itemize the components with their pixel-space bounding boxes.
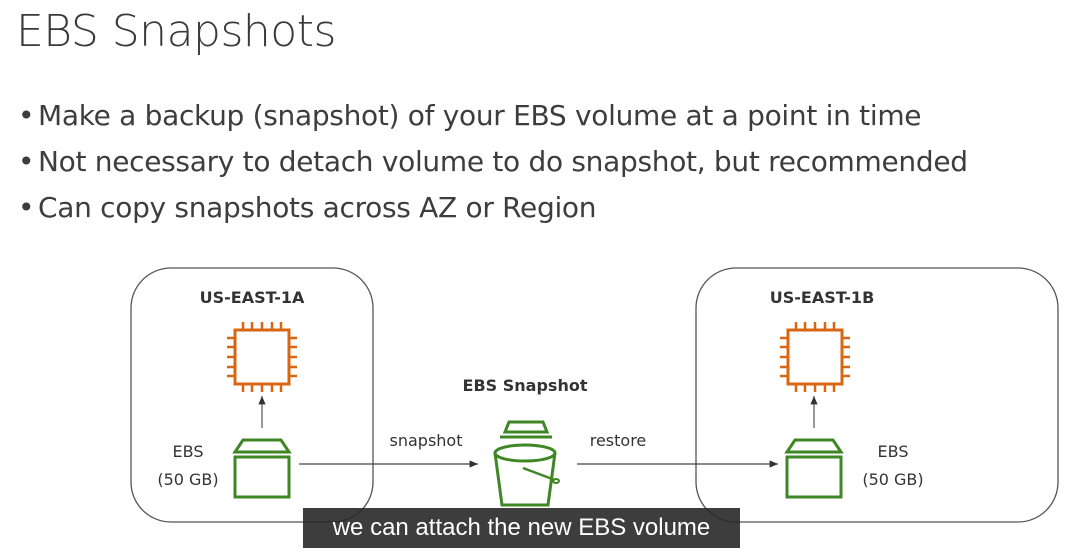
bullet-text: Make a backup (snapshot) of your EBS vol… [38, 99, 922, 132]
bullet-text: Not necessary to detach volume to do sna… [38, 145, 968, 178]
ebs-label: EBS [877, 442, 909, 461]
zone-a-label: US-EAST-1A [199, 288, 305, 307]
ebs-size: (50 GB) [157, 470, 219, 489]
restore-arrow-label: restore [589, 431, 647, 450]
snapshot-bucket-icon [493, 420, 560, 507]
zone-a-box [130, 267, 374, 523]
bullet-list: •Make a backup (snapshot) of your EBS vo… [18, 96, 968, 234]
zone-b-box [695, 267, 1059, 523]
ec2-instance-icon [225, 320, 299, 394]
zone-b-label: US-EAST-1B [769, 288, 875, 307]
ebs-volume-icon [785, 438, 843, 499]
ebs-snapshot-label: EBS Snapshot [462, 376, 588, 395]
slide-title: EBS Snapshots [16, 6, 336, 57]
bullet-item: •Can copy snapshots across AZ or Region [18, 191, 597, 224]
ebs-size: (50 GB) [862, 470, 924, 489]
ebs-label: EBS [172, 442, 204, 461]
bullet-item: •Make a backup (snapshot) of your EBS vo… [18, 99, 922, 132]
video-caption: we can attach the new EBS volume [303, 508, 740, 548]
bullet-item: •Not necessary to detach volume to do sn… [18, 145, 968, 178]
ebs-volume-icon [233, 438, 291, 499]
bullet-text: Can copy snapshots across AZ or Region [38, 191, 597, 224]
snapshot-arrow-label: snapshot [389, 431, 463, 450]
ec2-instance-icon [778, 320, 852, 394]
